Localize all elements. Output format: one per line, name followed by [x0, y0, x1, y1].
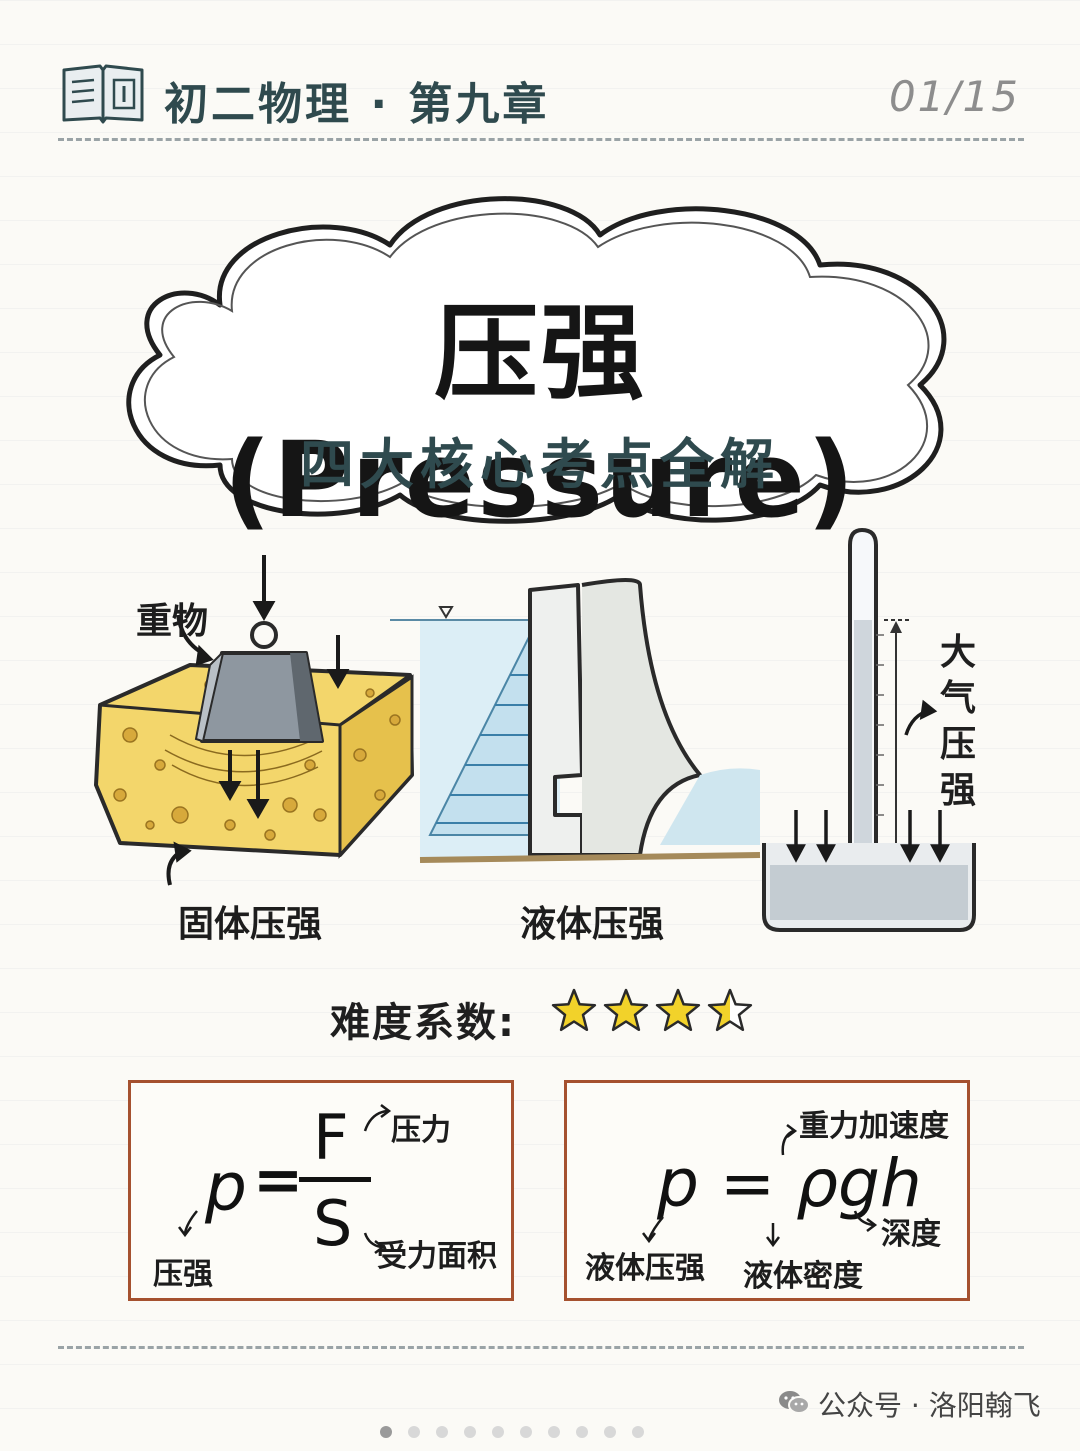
- note-depth: 深度: [881, 1217, 941, 1252]
- header: 初二物理 · 第九章 01/15: [60, 58, 1020, 130]
- formula-arrows: [178, 1104, 392, 1254]
- star-icon: [655, 988, 701, 1032]
- carousel-dot[interactable]: [492, 1426, 504, 1438]
- carousel-dot[interactable]: [380, 1426, 392, 1438]
- divider: [58, 1346, 1024, 1349]
- carousel-dot[interactable]: [576, 1426, 588, 1438]
- formula-box-liquid: p = ρgh 重力加速度 深度 液体压强 液体密度: [564, 1080, 970, 1301]
- pressure-illustrations: [94, 527, 976, 932]
- book-icon: [62, 64, 144, 124]
- atmos-char: 压: [939, 724, 976, 765]
- weight-illustration: [194, 621, 324, 743]
- carousel-dot[interactable]: [520, 1426, 532, 1438]
- atmos-char: 大: [939, 632, 976, 673]
- note-liquid-pressure: 液体压强: [585, 1251, 705, 1286]
- header-title: 初二物理 · 第九章: [164, 79, 550, 130]
- formula-arrows: [642, 1124, 878, 1248]
- atmos-char: 气: [939, 678, 976, 719]
- formula-numerator: F: [313, 1101, 349, 1174]
- star-rating: [551, 988, 753, 1032]
- atmospheric-pressure-label: 大 气 压 强: [938, 630, 978, 814]
- carousel-dot[interactable]: [548, 1426, 560, 1438]
- note-density: 液体密度: [743, 1259, 863, 1294]
- carousel-dot[interactable]: [436, 1426, 448, 1438]
- difficulty-label: 难度系数:: [330, 1000, 516, 1046]
- carousel-dot[interactable]: [604, 1426, 616, 1438]
- formula-equals: =: [253, 1145, 304, 1215]
- heavy-object-label: 重物: [136, 601, 209, 642]
- page-number: 01/15: [888, 72, 1020, 121]
- note-area: 受力面积: [377, 1239, 497, 1274]
- formula-box-solid: p = F S 压力 受力面积 压强: [128, 1080, 514, 1301]
- carousel-indicator[interactable]: [380, 1426, 700, 1442]
- fraction-bar: [299, 1177, 371, 1182]
- note-gravity: 重力加速度: [799, 1109, 949, 1144]
- cloud-shape: [126, 196, 947, 524]
- subtitle: 四大核心考点全解: [300, 433, 780, 496]
- note-pressure: 压强: [153, 1257, 213, 1292]
- formula-p: p: [205, 1149, 247, 1226]
- star-icon: [707, 988, 753, 1032]
- sponge-illustration: [94, 663, 414, 859]
- wechat-icon: [779, 1391, 810, 1414]
- solid-pressure-label: 固体压强: [178, 904, 323, 945]
- carousel-dot[interactable]: [632, 1426, 644, 1438]
- dam-illustration: [390, 578, 761, 863]
- carousel-dot[interactable]: [408, 1426, 420, 1438]
- star-icon: [551, 988, 597, 1032]
- footer-account: 公众号 · 洛阳翰飞: [818, 1389, 1041, 1422]
- formula-liquid: p = ρgh: [657, 1145, 922, 1222]
- formula-denominator: S: [313, 1187, 353, 1260]
- atmos-char: 强: [939, 770, 976, 811]
- divider: [58, 138, 1024, 141]
- main-title: 压强(Pressure): [223, 292, 857, 541]
- note-force: 压力: [391, 1113, 451, 1148]
- carousel-dot[interactable]: [464, 1426, 476, 1438]
- liquid-pressure-label: 液体压强: [520, 904, 665, 945]
- star-icon: [603, 988, 649, 1032]
- barometer-illustration: [762, 527, 976, 932]
